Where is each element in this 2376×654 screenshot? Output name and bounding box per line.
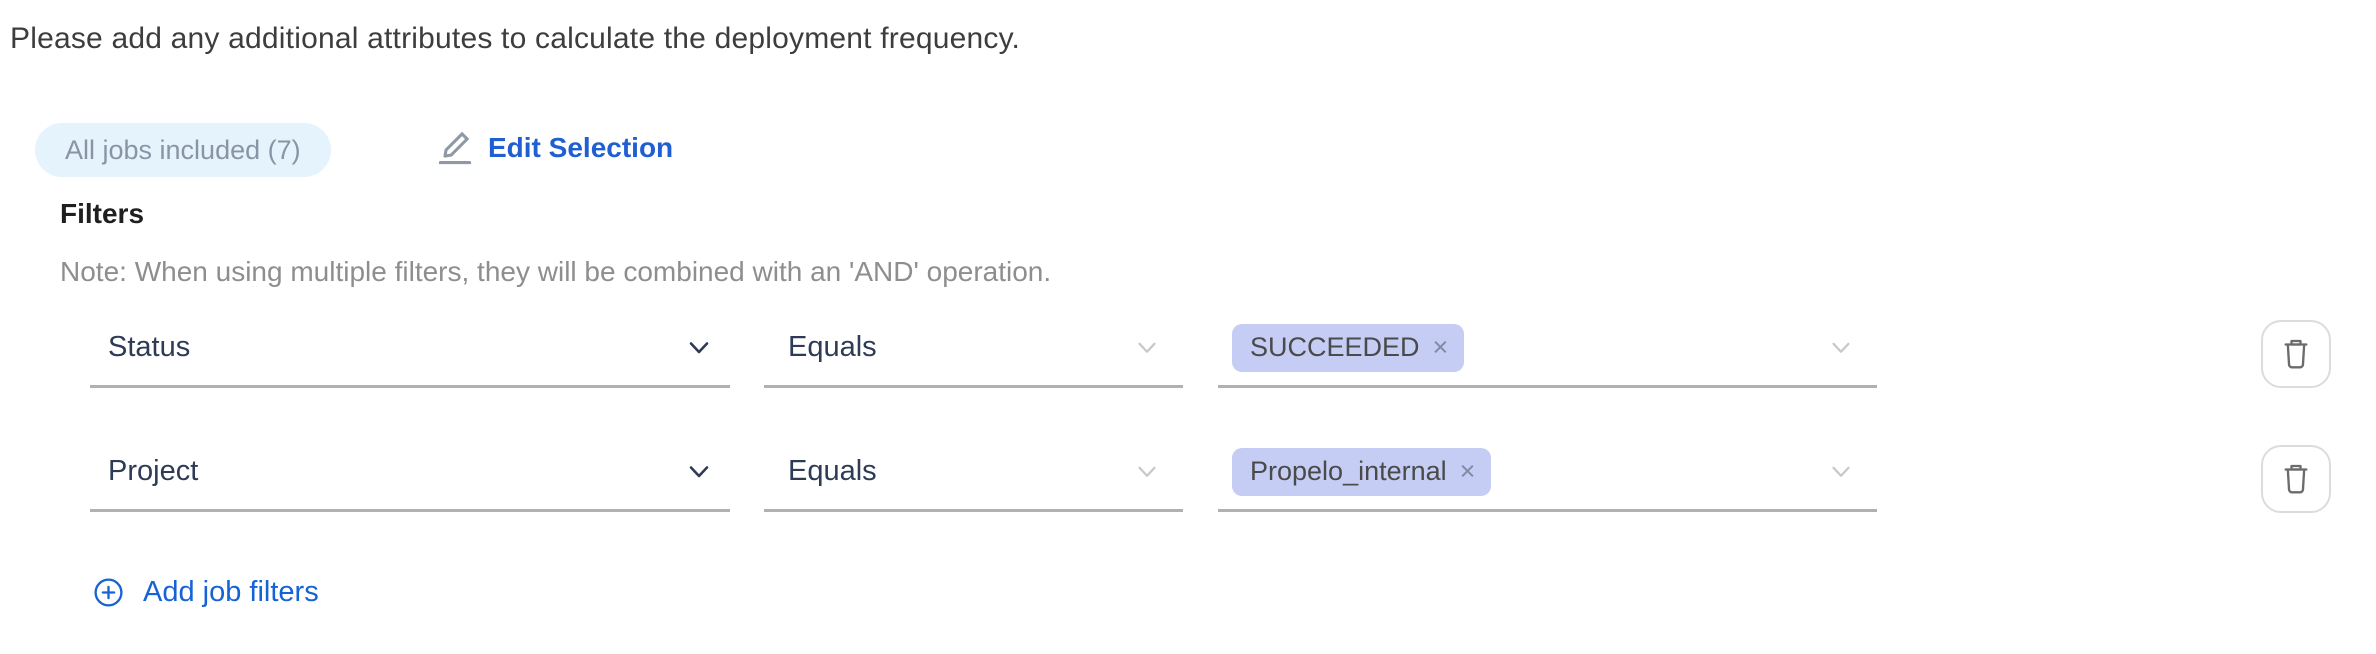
add-job-filters-button[interactable]: Add job filters — [93, 572, 319, 612]
jobs-included-badge-label: All jobs included (7) — [65, 134, 301, 165]
chevron-down-icon — [1827, 458, 1855, 486]
jobs-included-badge: All jobs included (7) — [35, 123, 331, 177]
chevron-down-icon — [1133, 334, 1161, 362]
filter-row2-values-select[interactable]: Propelo_internal × — [1218, 434, 1877, 512]
edit-selection-label: Edit Selection — [488, 132, 674, 163]
filters-note: Note: When using multiple filters, they … — [60, 256, 1052, 287]
chevron-down-icon — [1827, 334, 1855, 362]
filter-row1-attribute-value: Status — [108, 331, 191, 363]
instruction-text: Please add any additional attributes to … — [10, 22, 1021, 55]
add-job-filters-label: Add job filters — [143, 575, 319, 608]
filter-row1-values-select[interactable]: SUCCEEDED × — [1218, 310, 1877, 388]
value-tag: Propelo_internal × — [1232, 447, 1492, 496]
chevron-down-icon — [1133, 458, 1161, 486]
trash-icon — [2276, 334, 2316, 374]
trash-icon — [2276, 459, 2316, 499]
chevron-down-icon — [684, 333, 714, 363]
plus-circle-icon — [93, 577, 124, 608]
edit-pencil-icon — [437, 130, 473, 166]
filter-row2-operator-select[interactable]: Equals — [764, 434, 1183, 512]
filter-row2-operator-value: Equals — [788, 455, 877, 487]
chevron-down-icon — [684, 457, 714, 487]
remove-value-icon[interactable]: × — [1459, 455, 1476, 486]
filter-row1-operator-select[interactable]: Equals — [764, 310, 1183, 388]
remove-value-icon[interactable]: × — [1432, 331, 1449, 362]
filter-row1-attribute-select[interactable]: Status — [90, 310, 730, 388]
edit-selection-button[interactable]: Edit Selection — [437, 126, 673, 170]
delete-filter-row1-button[interactable] — [2261, 320, 2331, 388]
filter-row1-operator-value: Equals — [788, 331, 877, 363]
filter-row2-attribute-select[interactable]: Project — [90, 434, 730, 512]
value-tag-label: SUCCEEDED — [1250, 331, 1420, 362]
delete-filter-row2-button[interactable] — [2261, 445, 2331, 513]
filters-heading: Filters — [60, 198, 145, 229]
filter-row2-attribute-value: Project — [108, 455, 199, 487]
value-tag-label: Propelo_internal — [1250, 455, 1447, 486]
value-tag: SUCCEEDED × — [1232, 323, 1465, 372]
